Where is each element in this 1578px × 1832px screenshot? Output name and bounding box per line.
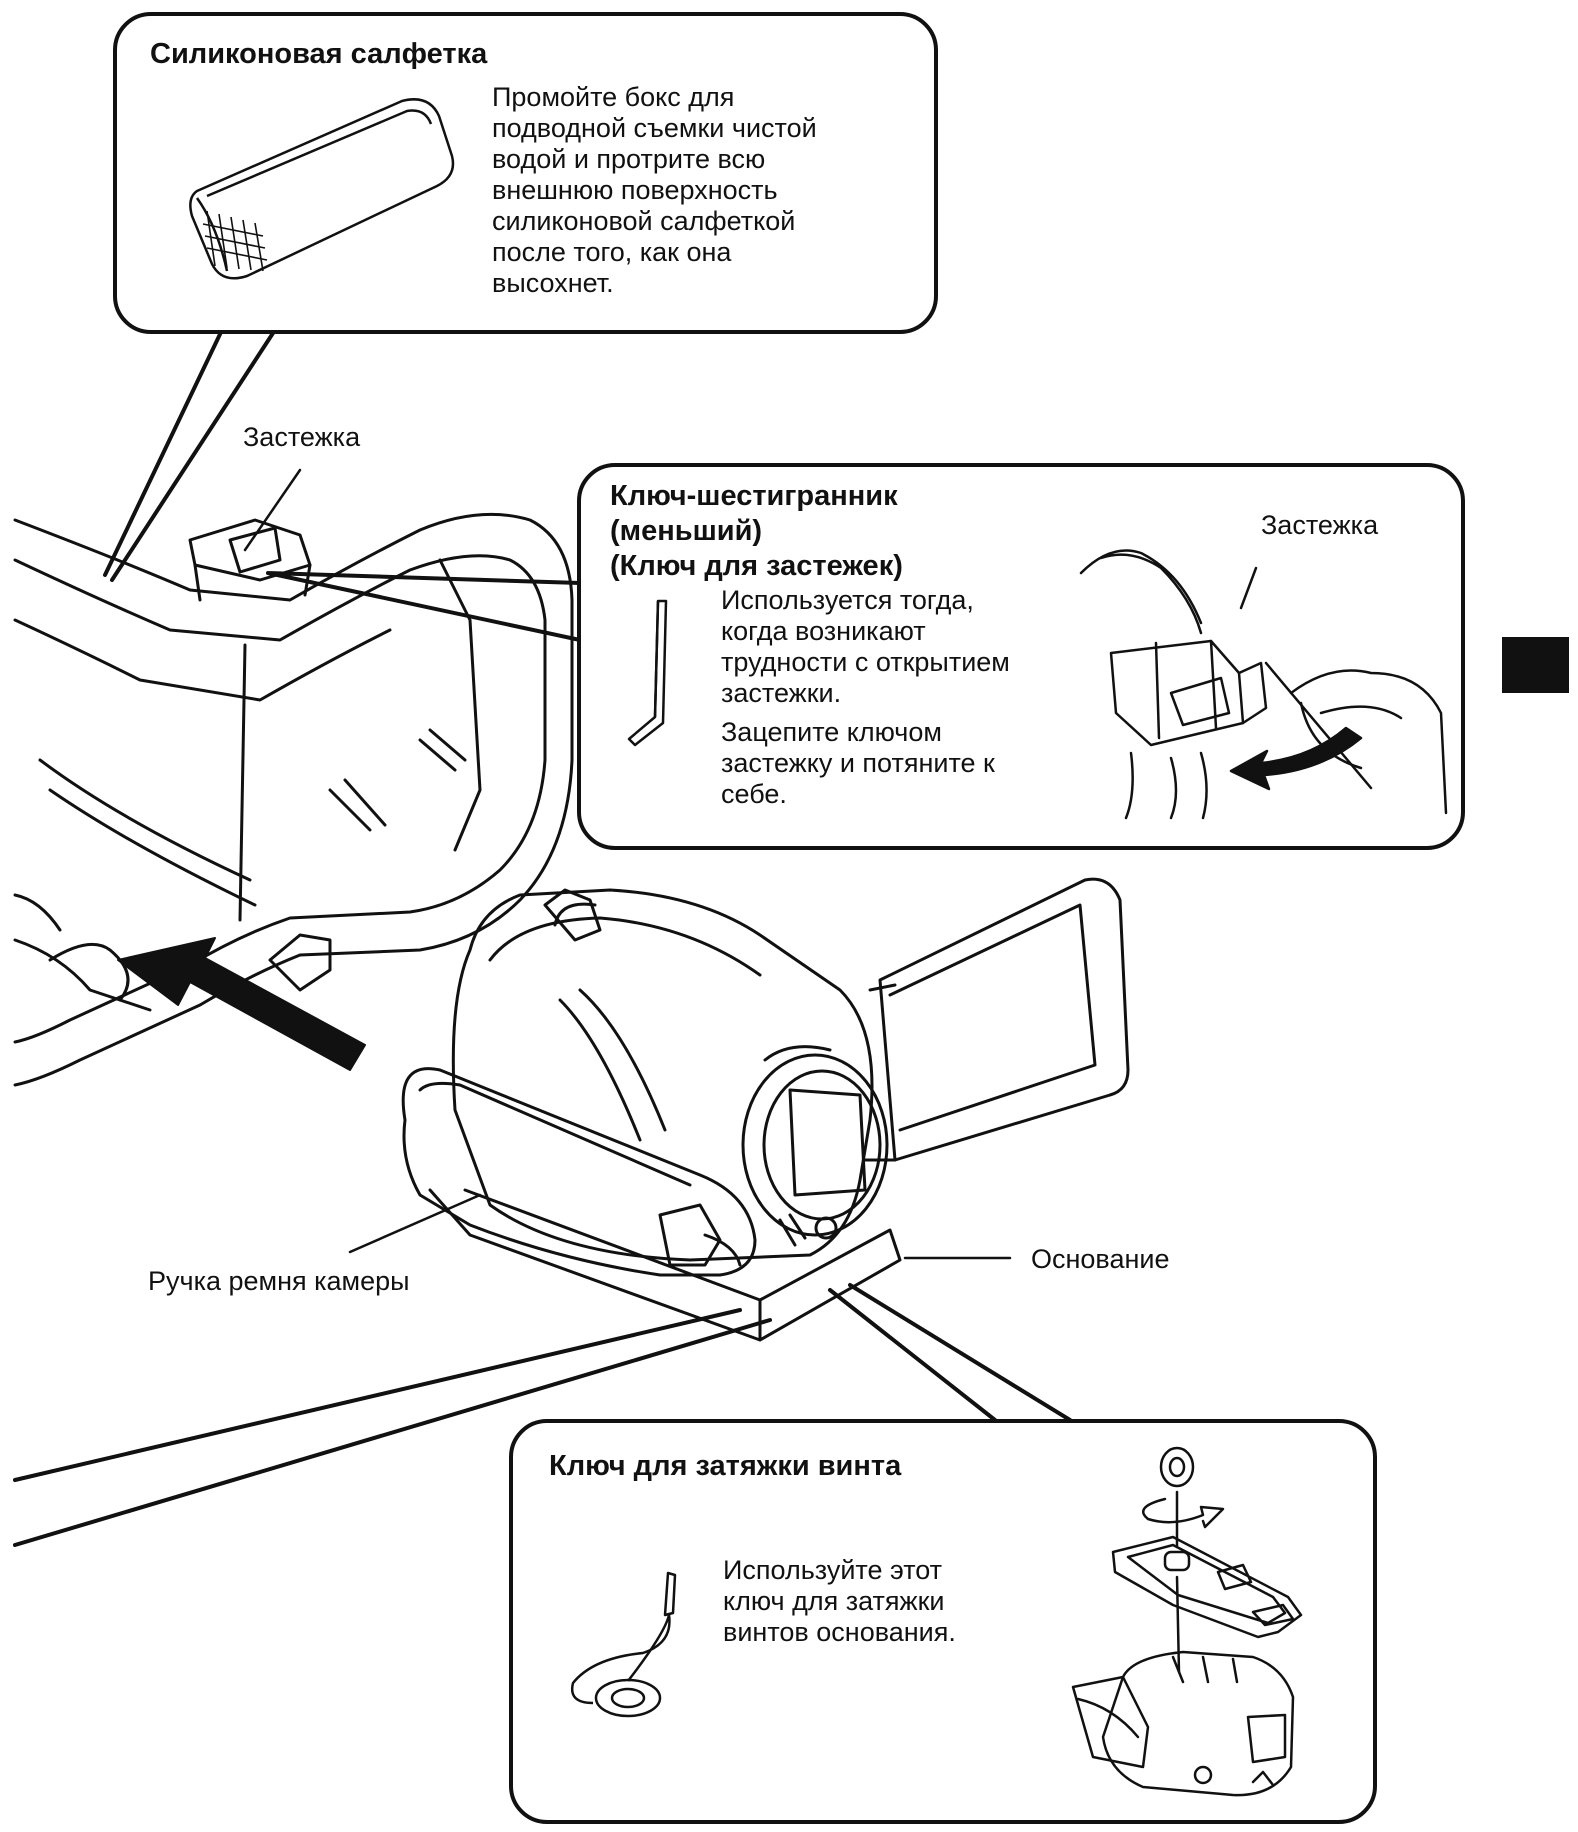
pull-arrow-icon xyxy=(1229,726,1363,791)
screwkey-leader-line xyxy=(13,1308,772,1547)
clasp-hand-illustration xyxy=(1079,549,1448,820)
section-tab-marker xyxy=(1502,637,1569,693)
callout-body-instruction: Зацепите ключом застежку и потяните к се… xyxy=(721,717,995,809)
screw-key-callout: Ключ для затяжки винта Используйте этот … xyxy=(509,1419,1377,1824)
strap-handle-label: Ручка ремня камеры xyxy=(148,1266,410,1296)
screw-key-icon xyxy=(570,1571,677,1718)
callout-body-usage: Используется тогда, когда возникают труд… xyxy=(721,585,1010,708)
hex-key-callout: Ключ-шестигранник (меньший) (Ключ для за… xyxy=(577,463,1465,850)
inset-clasp-label: Застежка xyxy=(1261,510,1379,540)
callout-title: Ключ-шестигранник (меньший) (Ключ для за… xyxy=(610,480,903,582)
callout-title: Силиконовая салфетка xyxy=(150,38,488,70)
base-label: Основание xyxy=(1031,1244,1170,1274)
cloth-leader-line xyxy=(103,328,277,582)
base-mounting-illustration xyxy=(1071,1446,1303,1797)
insert-arrow-icon xyxy=(117,937,366,1071)
camcorder-illustration xyxy=(401,877,1130,1342)
rotate-arrow-icon xyxy=(1142,1497,1225,1529)
clasp-label: Застежка xyxy=(243,422,361,452)
housing-illustration xyxy=(13,512,574,1087)
callout-body: Используйте этот ключ для затяжки винтов… xyxy=(723,1555,956,1647)
hexkey-leader-line xyxy=(266,571,582,642)
hex-key-icon xyxy=(627,599,668,747)
callout-title: Ключ для затяжки винта xyxy=(549,1450,902,1482)
silicone-cloth-icon xyxy=(189,98,455,280)
silicone-cloth-callout: Силиконовая салфетка Промойте бокс для п… xyxy=(113,12,938,334)
callout-body: Промойте бокс для подводной съемки чисто… xyxy=(492,82,817,298)
